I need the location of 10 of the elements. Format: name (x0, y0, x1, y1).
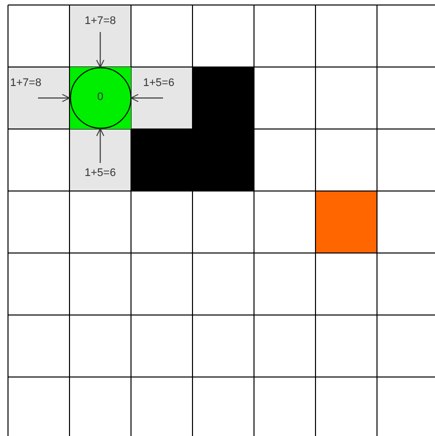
cost-label: 1+7=8 (70, 15, 131, 29)
cost-value: 0 (96, 91, 104, 104)
arrow (130, 94, 164, 102)
start-cell (70, 67, 131, 129)
arrow (96, 32, 104, 68)
arrow (96, 128, 104, 164)
cost-label: 1+5=6 (70, 167, 131, 181)
cost-label: 1+5=6 (133, 77, 184, 91)
cost-label: 1+7=8 (8, 77, 44, 91)
arrow (38, 94, 70, 102)
